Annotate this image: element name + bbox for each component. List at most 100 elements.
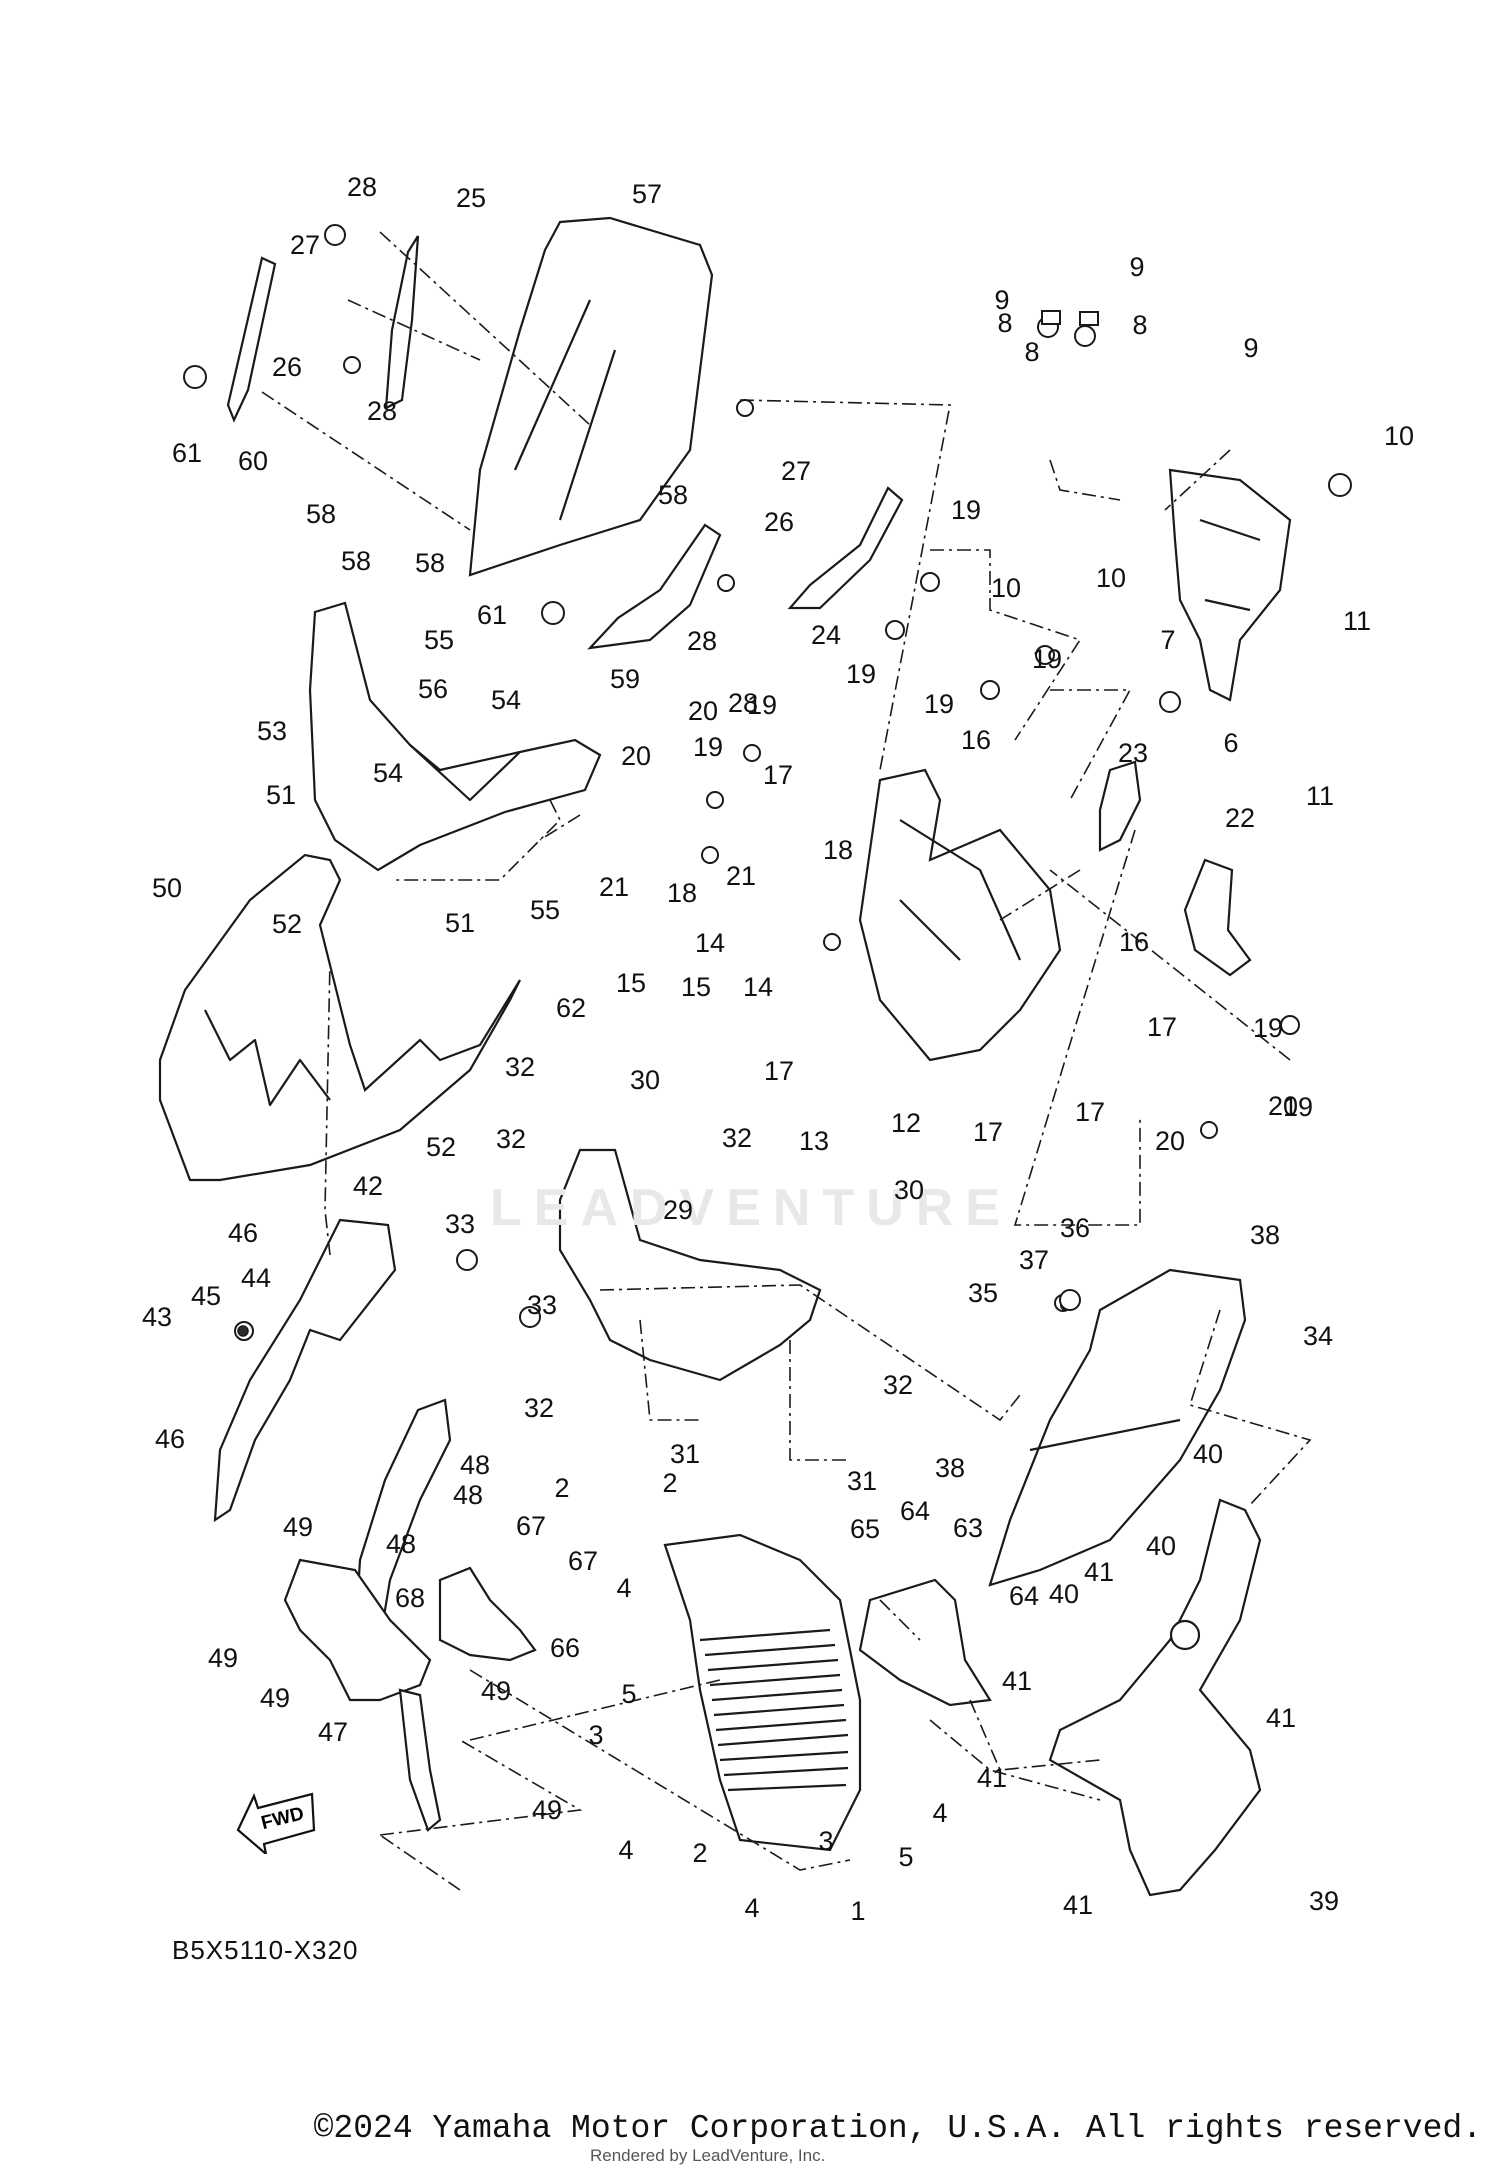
callout-15: 15 [616,968,646,998]
callout-65: 65 [850,1514,880,1544]
callout-32: 32 [524,1393,554,1423]
panel-63 [858,1578,992,1707]
callout-25: 25 [456,183,486,213]
callout-19: 19 [924,689,954,719]
callout-10: 10 [1096,563,1126,593]
front-cowling [158,853,521,1182]
callout-15: 15 [681,972,711,1002]
callout-40: 40 [1146,1531,1176,1561]
callout-38: 38 [1250,1220,1280,1250]
callout-19: 19 [846,659,876,689]
callout-41: 41 [1084,1557,1114,1587]
callout-33: 33 [527,1290,557,1320]
callout-51: 51 [266,780,296,810]
lower-strip-47 [398,1688,442,1832]
callout-46: 46 [155,1424,185,1454]
callout-28: 28 [728,688,758,718]
callout-17: 17 [764,1056,794,1086]
callout-26: 26 [272,352,302,382]
callout-36: 36 [1060,1213,1090,1243]
callout-34: 34 [1303,1321,1333,1351]
callout-9: 9 [994,285,1009,315]
callout-30: 30 [894,1175,924,1205]
callout-23: 23 [1118,738,1148,768]
callout-13: 13 [799,1126,829,1156]
callout-10: 10 [1384,421,1414,451]
watermark: LEADVENTURE [490,1179,1013,1237]
callout-35: 35 [968,1278,998,1308]
callout-63: 63 [953,1513,983,1543]
callout-30: 30 [630,1065,660,1095]
callout-49: 49 [532,1795,562,1825]
callout-28: 28 [687,626,717,656]
radiator-cover [663,1533,862,1852]
bracket-22 [1183,858,1252,977]
callout-58: 58 [306,499,336,529]
callout-28: 28 [367,396,397,426]
callout-54: 54 [491,685,521,715]
callout-55: 55 [424,625,454,655]
callout-2: 2 [554,1473,569,1503]
callout-2: 2 [662,1468,677,1498]
callout-55: 55 [530,895,560,925]
callout-11: 11 [1343,606,1371,636]
callout-41: 41 [977,1763,1007,1793]
callout-27: 27 [290,230,320,260]
callout-58: 58 [658,480,688,510]
windshield [468,216,714,577]
callout-61: 61 [172,438,202,468]
panel-66 [438,1566,537,1662]
callout-7: 7 [1160,625,1175,655]
callout-4: 4 [932,1798,947,1828]
callout-2: 2 [692,1838,707,1868]
callout-28: 28 [347,172,377,202]
callout-59: 59 [610,664,640,694]
callout-6: 6 [1223,728,1238,758]
callout-64: 64 [900,1496,930,1526]
callout-8: 8 [997,308,1012,338]
upper-cowl [308,601,602,872]
callout-48: 48 [453,1480,483,1510]
assembly-guide-lines [261,231,1312,1891]
left-windshield-bracket [384,235,420,410]
callout-9: 9 [1243,333,1258,363]
callout-16: 16 [1119,927,1149,957]
callout-1: 1 [850,1896,865,1926]
callout-32: 32 [722,1123,752,1153]
rendered-by-notice: Rendered by LeadVenture, Inc. [590,2146,826,2165]
callout-50: 50 [152,873,182,903]
callout-20: 20 [1155,1126,1185,1156]
callout-67: 67 [516,1511,546,1541]
callout-4: 4 [618,1835,633,1865]
copyright-notice: ©2024 Yamaha Motor Corporation, U.S.A. A… [313,2110,1482,2147]
callout-58: 58 [415,548,445,578]
callout-21: 21 [726,861,756,891]
callout-41: 41 [1002,1666,1032,1696]
callout-17: 17 [1147,1012,1177,1042]
callout-4: 4 [616,1573,631,1603]
callout-17: 17 [1075,1097,1105,1127]
callout-43: 43 [142,1302,172,1332]
meter-bracket [1168,468,1292,702]
side-panel-48 [353,1398,452,1642]
callout-9: 9 [1129,252,1144,282]
lower-cowl-left [283,1558,432,1702]
callout-52: 52 [272,909,302,939]
callout-20: 20 [621,741,651,771]
callout-19: 19 [1283,1092,1313,1122]
callout-39: 39 [1309,1886,1339,1916]
callout-20: 20 [1268,1091,1298,1121]
callout-48: 48 [460,1450,490,1480]
callout-68: 68 [395,1583,425,1613]
fwd-arrow-icon: FWD [236,1790,316,1857]
callout-27: 27 [781,456,811,486]
callout-17: 17 [763,760,793,790]
callout-32: 32 [496,1124,526,1154]
callout-3: 3 [818,1826,833,1856]
callout-67: 67 [568,1546,598,1576]
diagram-code: B5X5110-X320 [172,1935,359,1965]
callout-46: 46 [228,1218,258,1248]
callout-53: 53 [257,716,287,746]
callout-33: 33 [445,1209,475,1239]
